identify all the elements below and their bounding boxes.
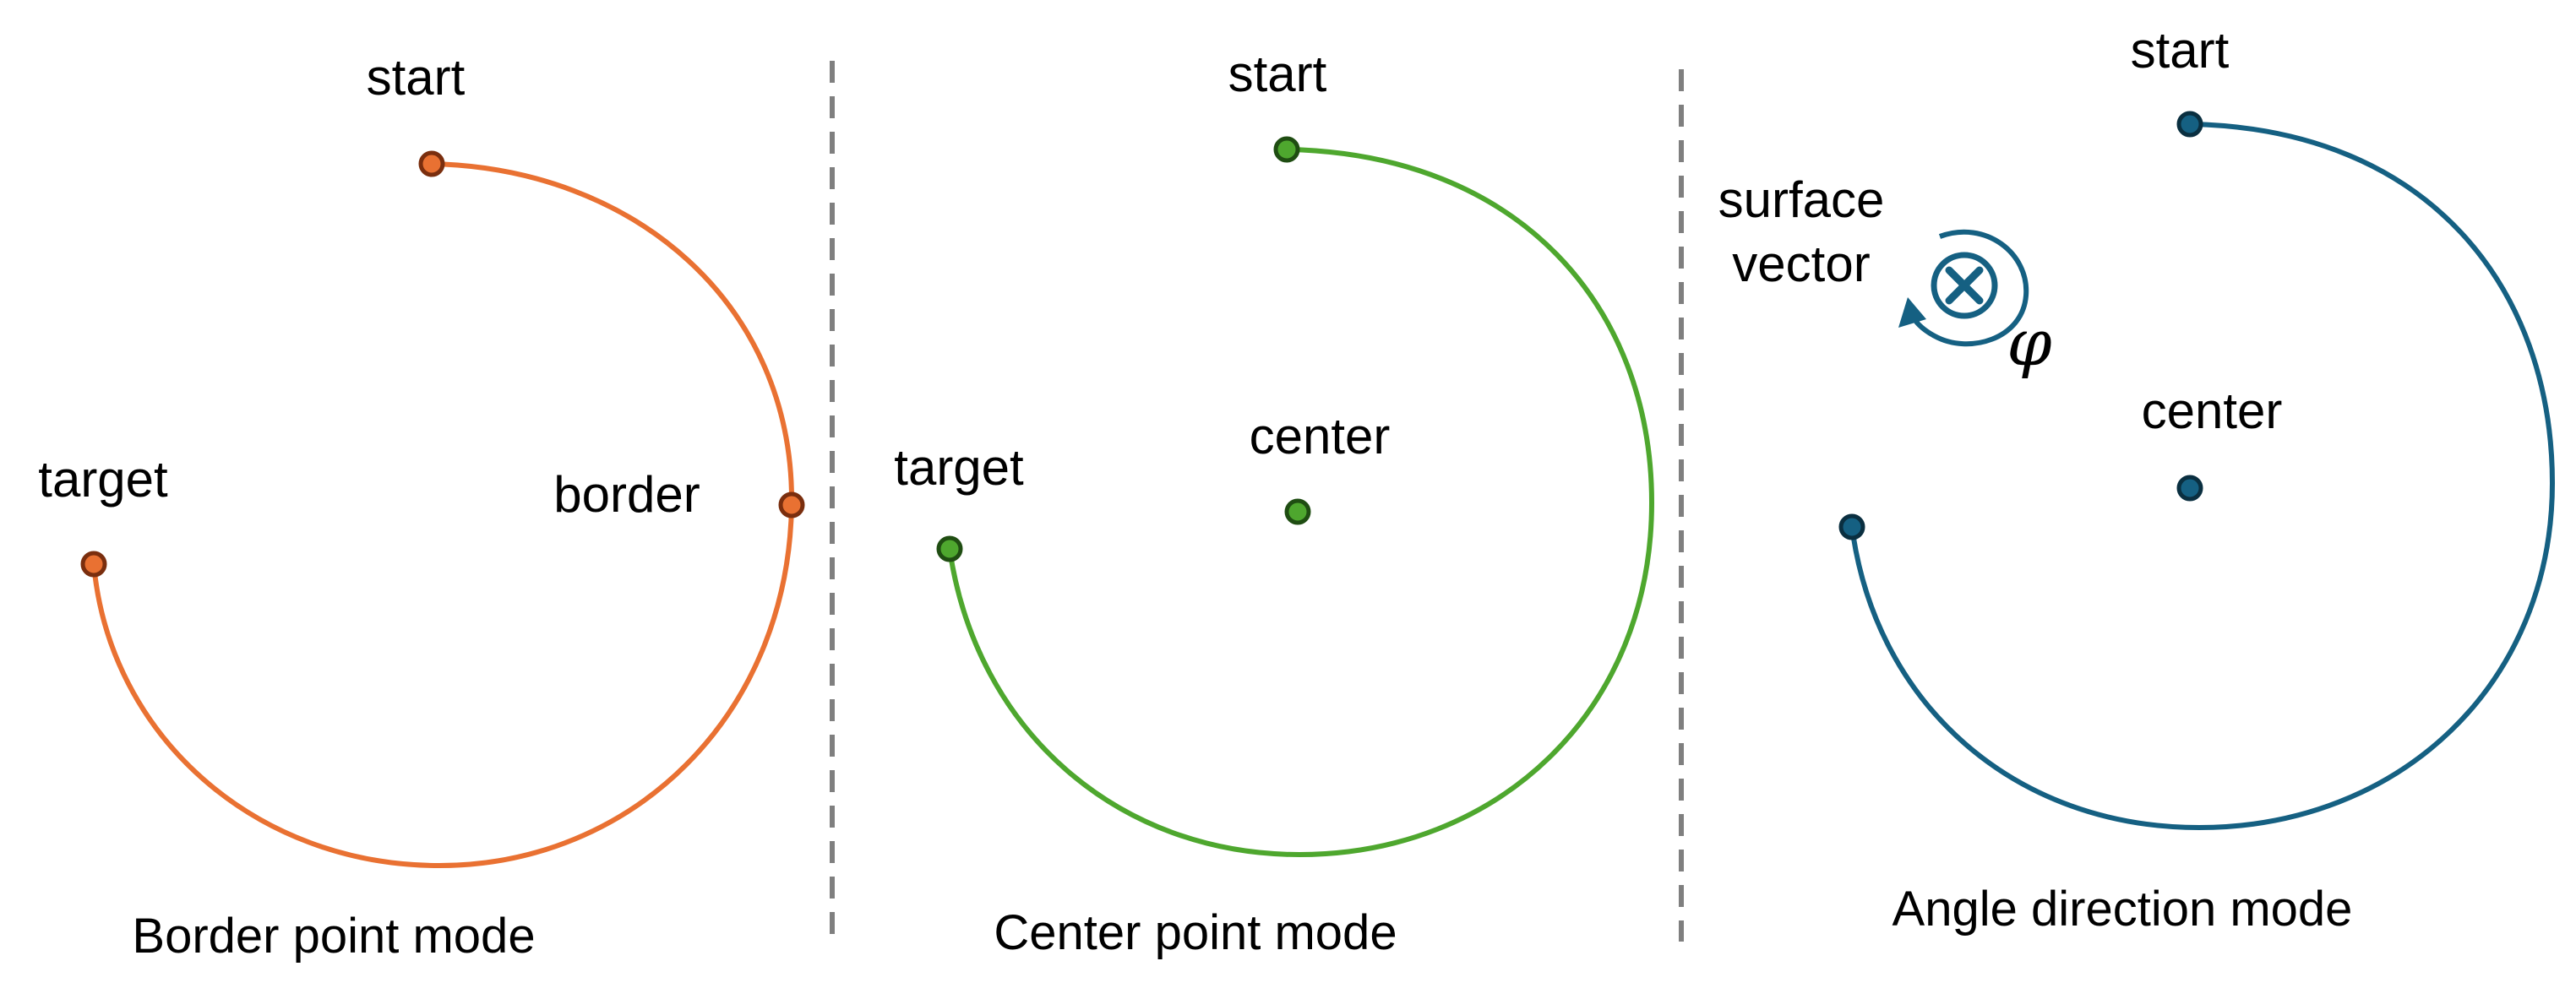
target-point-marker (1838, 513, 1865, 540)
target-label: target (894, 439, 1024, 496)
panel-angle-direction-mode: start center surface vector φ Angle dire… (1718, 22, 2556, 937)
angle-phi-label: φ (2007, 305, 2051, 380)
into-page-vector-icon (1931, 252, 1998, 319)
center-point-marker (1284, 498, 1311, 525)
border-mode-arc (91, 161, 795, 869)
start-point-marker (418, 150, 445, 177)
start-point-marker (2176, 111, 2203, 138)
start-label: start (367, 49, 466, 106)
panel-center-point-mode: start center target Center point mode (894, 46, 1655, 960)
angle-mode-arc (1849, 122, 2556, 831)
panel-caption: Border point mode (132, 909, 535, 964)
target-label: target (38, 451, 168, 508)
center-label: center (2142, 383, 2283, 439)
start-label: start (2131, 22, 2230, 79)
center-label: center (1250, 408, 1391, 464)
surface-vector-label-line2: vector (1732, 236, 1870, 292)
start-label: start (1228, 46, 1327, 102)
rotation-arrow-icon (1898, 229, 2029, 347)
target-point-marker (80, 551, 107, 578)
border-point-marker (778, 491, 805, 519)
center-point-marker (2176, 475, 2203, 502)
panel-caption: Angle direction mode (1893, 882, 2353, 937)
center-mode-arc (947, 147, 1655, 858)
start-point-marker (1273, 136, 1300, 163)
panel-caption: Center point mode (994, 905, 1397, 960)
target-point-marker (936, 535, 963, 562)
surface-vector-label-line1: surface (1718, 171, 1885, 228)
panel-border-point-mode: start border target Border point mode (38, 49, 805, 964)
border-label: border (553, 466, 700, 523)
